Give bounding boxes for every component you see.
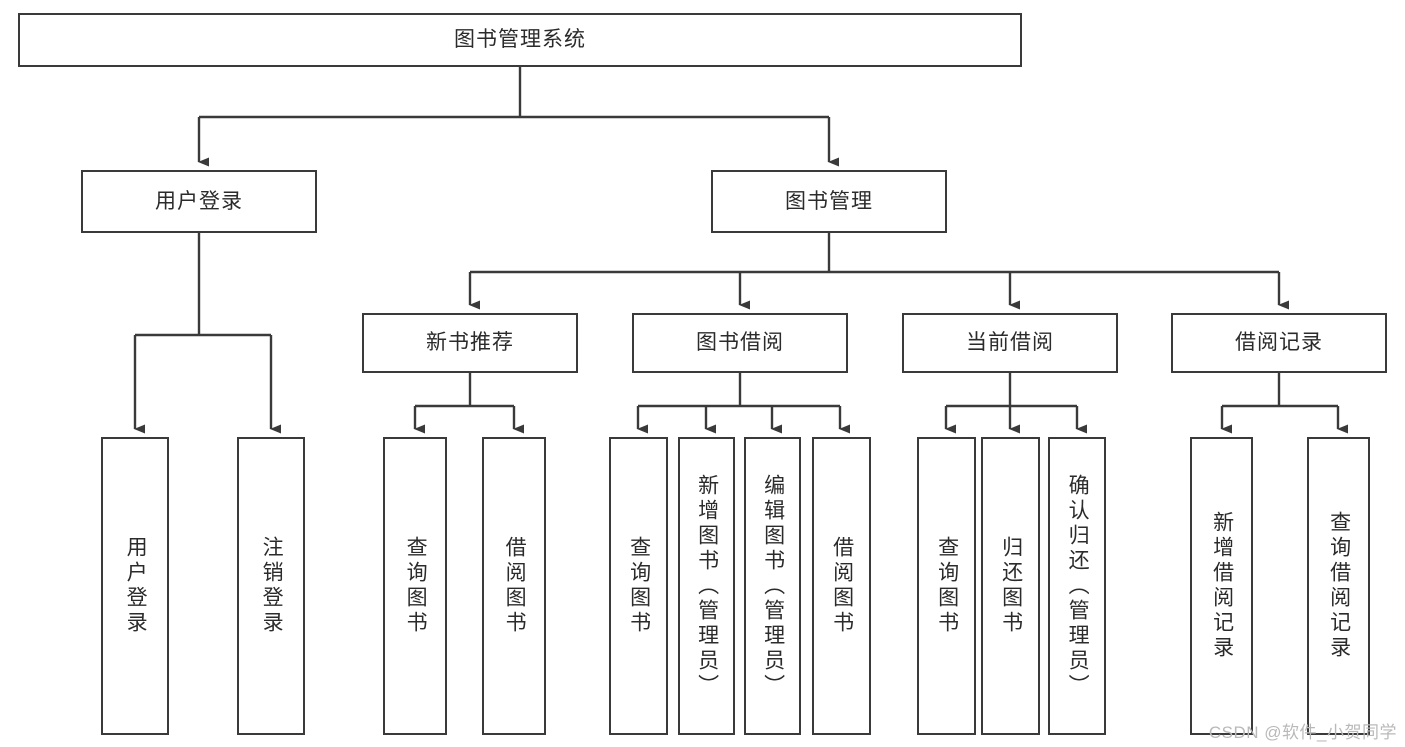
node-leaf-return-book[interactable]: 归还图书 xyxy=(981,437,1040,735)
node-label: 新增借阅记录 xyxy=(1210,511,1234,661)
node-label: 新书推荐 xyxy=(426,331,514,355)
node-label: 注销登录 xyxy=(260,536,284,636)
node-leaf-add-record[interactable]: 新增借阅记录 xyxy=(1190,437,1253,735)
node-leaf-borrow-book-2[interactable]: 借阅图书 xyxy=(812,437,871,735)
node-leaf-query-book-3[interactable]: 查询图书 xyxy=(917,437,976,735)
node-current-borrow[interactable]: 当前借阅 xyxy=(902,313,1118,373)
node-label: 图书借阅 xyxy=(696,331,784,355)
node-leaf-user-logout[interactable]: 注销登录 xyxy=(237,437,305,735)
node-root-system[interactable]: 图书管理系统 xyxy=(18,13,1022,67)
node-label: 归还图书 xyxy=(999,536,1023,636)
node-leaf-query-record[interactable]: 查询借阅记录 xyxy=(1307,437,1370,735)
node-book-management[interactable]: 图书管理 xyxy=(711,170,947,233)
node-leaf-edit-book[interactable]: 编辑图书（管理员） xyxy=(744,437,801,735)
node-leaf-user-login[interactable]: 用户登录 xyxy=(101,437,169,735)
node-label: 图书管理系统 xyxy=(454,28,586,52)
node-label: 当前借阅 xyxy=(966,331,1054,355)
node-label: 借阅图书 xyxy=(503,536,527,636)
node-label: 图书管理 xyxy=(785,189,873,213)
node-leaf-borrow-book-1[interactable]: 借阅图书 xyxy=(482,437,546,735)
node-label: 确认归还（管理员） xyxy=(1066,473,1090,699)
node-leaf-query-book-2[interactable]: 查询图书 xyxy=(609,437,668,735)
node-leaf-add-book[interactable]: 新增图书（管理员） xyxy=(678,437,735,735)
node-label: 新增图书（管理员） xyxy=(695,473,719,699)
node-label: 查询借阅记录 xyxy=(1327,511,1351,661)
node-borrow-record[interactable]: 借阅记录 xyxy=(1171,313,1387,373)
node-leaf-confirm-return[interactable]: 确认归还（管理员） xyxy=(1048,437,1106,735)
node-label: 用户登录 xyxy=(124,536,148,636)
node-label: 用户登录 xyxy=(155,189,243,213)
node-leaf-query-book-1[interactable]: 查询图书 xyxy=(383,437,447,735)
node-label: 查询图书 xyxy=(404,536,428,636)
node-user-login[interactable]: 用户登录 xyxy=(81,170,317,233)
node-label: 借阅记录 xyxy=(1235,331,1323,355)
node-book-borrow[interactable]: 图书借阅 xyxy=(632,313,848,373)
node-label: 借阅图书 xyxy=(830,536,854,636)
node-label: 查询图书 xyxy=(627,536,651,636)
node-new-book-recommend[interactable]: 新书推荐 xyxy=(362,313,578,373)
node-label: 编辑图书（管理员） xyxy=(761,473,785,699)
node-label: 查询图书 xyxy=(935,536,959,636)
